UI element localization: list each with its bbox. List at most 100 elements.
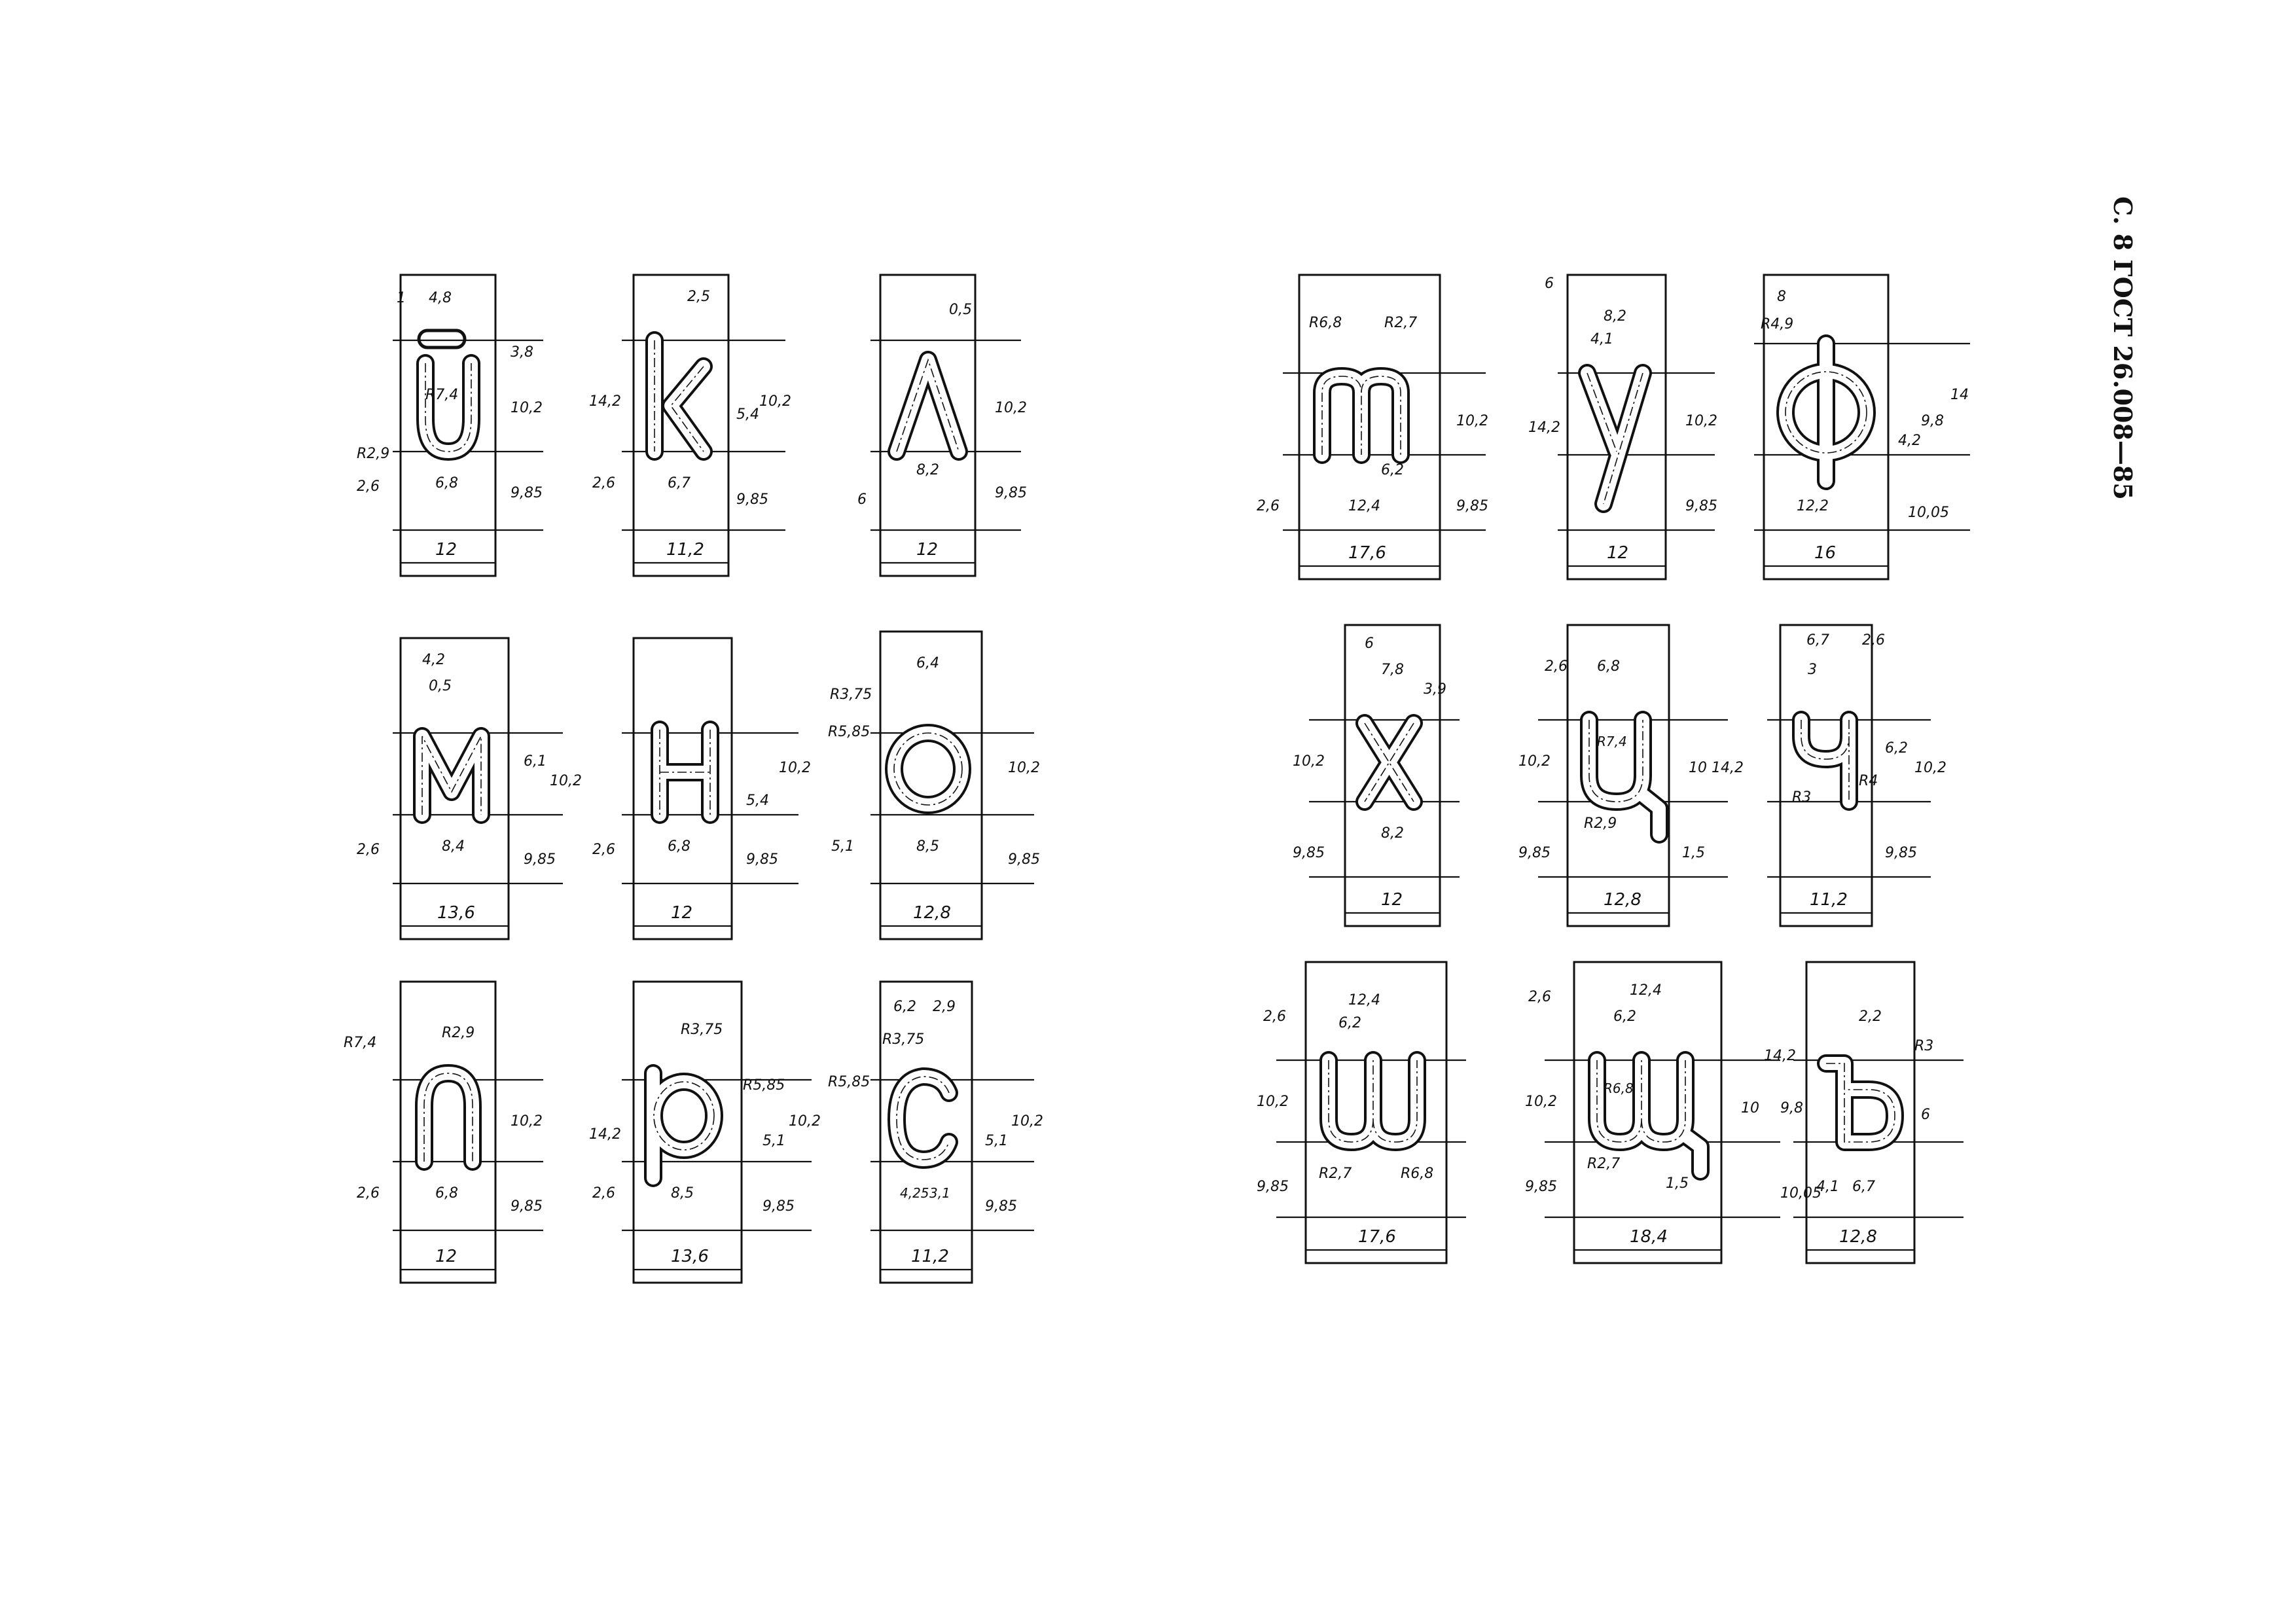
- dim-label: R6,8: [1309, 315, 1342, 331]
- dim-label: 10,2: [1685, 413, 1717, 429]
- dim-label: 2,6: [1257, 498, 1280, 514]
- dim-label: 4,1: [1590, 331, 1613, 348]
- dim-label: R5,85: [743, 1077, 785, 1094]
- letter-frame: [1573, 961, 1723, 1264]
- letter-u-drawing: 12 6 8,2 4,1 14,2 10,2 9,85: [1528, 274, 1717, 580]
- dim-label: 5,4: [736, 406, 759, 423]
- dim-label: 9,8: [1921, 413, 1944, 429]
- letter-frame: [1805, 961, 1916, 1264]
- dim-label: 10,2: [789, 1113, 821, 1130]
- dim-label: 6,2: [1381, 462, 1404, 478]
- dim-label: 10,2: [1518, 753, 1551, 770]
- dim-label: 7,8: [1381, 662, 1404, 678]
- dim-width: 12,8: [913, 903, 951, 923]
- dim-label: 8,2: [916, 462, 939, 478]
- dim-label: R4: [1859, 773, 1878, 789]
- dim-label: 9,85: [1257, 1179, 1289, 1195]
- dim-label: 14,2: [1712, 760, 1744, 776]
- dim-label: 9,85: [995, 485, 1027, 501]
- dim-label: R2,7: [1384, 315, 1417, 331]
- letter-n-drawing: 12 6,8 2,6 5,4 10,2 9,85: [592, 637, 811, 940]
- letter-frame: [1763, 274, 1890, 580]
- dim-label: 10,2: [511, 1113, 543, 1130]
- letter-p-drawing: 12 R7,4 R2,9 2,6 6,8 10,2 9,85: [344, 980, 543, 1284]
- dim-label: 9,85: [1525, 1179, 1557, 1195]
- dim-label: R6,8: [1604, 1080, 1634, 1096]
- dim-label: 9,85: [985, 1198, 1017, 1215]
- dim-label: 9,8: [1780, 1100, 1803, 1116]
- dim-label: 2,2: [1859, 1008, 1882, 1025]
- dim-label: 4,8: [429, 290, 452, 306]
- letter-frame: [1779, 624, 1873, 927]
- letter-ts-drawing: 12,8 2,6 6,8 R7,4 R2,9 10,2 9,85 10 14,2…: [1518, 624, 1744, 927]
- dim-label: 9,85: [1885, 845, 1917, 861]
- page-header: С. 8 ГОСТ 26.008—85: [2108, 196, 2138, 500]
- dim-label: 9,85: [1293, 845, 1325, 861]
- dim-label: 14,2: [589, 1126, 621, 1143]
- dim-label: 8,5: [916, 838, 939, 855]
- dim-label: 6,7: [668, 475, 691, 491]
- dim-label: 8,2: [1604, 308, 1626, 325]
- dim-width: 16: [1814, 543, 1836, 563]
- dim-label: 4,2: [422, 652, 445, 668]
- dim-width: 12,8: [1839, 1227, 1877, 1247]
- dim-label: 9,85: [511, 1198, 543, 1215]
- letter-shch-drawing: 18,4 2,6 12,4 6,2 R6,8 R2,7 10,2 9,85 10…: [1525, 961, 1796, 1264]
- dim-label: 6,8: [668, 838, 691, 855]
- dim-label: R3,75: [681, 1022, 723, 1038]
- letter-frame: [879, 980, 973, 1284]
- letter-t-drawing: 17,6 R6,8 R2,7 2,6 6,2 12,4 10,2 9,85: [1257, 274, 1488, 580]
- dim-label: 12,4: [1630, 982, 1662, 999]
- dim-label: 2,6: [592, 1185, 615, 1202]
- dim-label: 3,9: [1424, 681, 1446, 698]
- dim-width: 12: [671, 903, 692, 923]
- dim-label: 6: [1545, 276, 1554, 292]
- dim-label: R2,9: [357, 446, 389, 462]
- dim-label: 12,4: [1348, 992, 1380, 1008]
- dim-width: 13,6: [437, 903, 475, 923]
- letter-f-drawing: 16 8 R4,9 12,2 4,2 9,8 14 10,05: [1754, 274, 1970, 580]
- dim-width: 12: [916, 540, 938, 560]
- dim-label: 8: [1777, 289, 1786, 305]
- letter-i-short-drawing: 12 1 4,8 R7,4 R2,9 2,6 6,8 3,8 10,2 9,85: [357, 274, 543, 577]
- dim-label: 2,6: [1545, 658, 1568, 675]
- dim-label: 14,2: [1764, 1048, 1796, 1064]
- letter-ch-drawing: 11,2 6,7 2,6 3 R3 R4 6,2 10,2 9,85: [1767, 624, 1946, 927]
- dim-label: 5,1: [985, 1133, 1008, 1149]
- dim-label: 2,6: [592, 842, 615, 858]
- dim-label: 6,2: [1885, 740, 1908, 757]
- dim-label: 6,2: [1338, 1015, 1361, 1031]
- dim-label: 6,8: [435, 1185, 458, 1202]
- dim-label: 9,85: [736, 491, 768, 508]
- dim-label: 4,25: [900, 1185, 929, 1201]
- dim-label: 10: [1689, 760, 1707, 776]
- dim-label: 6: [1921, 1107, 1930, 1123]
- letter-hard-sign-drawing: 12,8 2,2 R3 6 9,8 10,05 4,1 6,7: [1780, 961, 1964, 1264]
- dim-label: 3,1: [929, 1185, 950, 1201]
- dim-label: R2,9: [1584, 815, 1617, 832]
- dim-label: 9,85: [1518, 845, 1551, 861]
- dim-label: 9,85: [524, 851, 556, 868]
- dim-label: 9,85: [1008, 851, 1040, 868]
- dim-width: 12: [435, 1247, 457, 1266]
- dim-label: 14,2: [1528, 419, 1560, 436]
- dim-label: 10,2: [1011, 1113, 1043, 1130]
- dim-label: R2,7: [1319, 1166, 1352, 1182]
- dim-label: 6,4: [916, 655, 939, 671]
- dim-label: 4,1: [1816, 1179, 1839, 1195]
- dim-label: 1: [397, 290, 406, 306]
- dim-label: 2,6: [357, 478, 380, 495]
- letter-frame: [632, 637, 733, 940]
- letter-frame: [1298, 274, 1441, 580]
- dim-label: 9,85: [746, 851, 778, 868]
- dim-label: 5,1: [762, 1133, 785, 1149]
- dim-width: 18,4: [1630, 1227, 1668, 1247]
- dim-label: 9,85: [1685, 498, 1717, 514]
- dim-label: R7,4: [344, 1035, 376, 1051]
- letter-o-drawing: 12,8 6,4 R3,75 R5,85 8,5 5,1 10,2 9,85: [828, 630, 1040, 940]
- dim-label: 1,5: [1682, 845, 1705, 861]
- letter-r-drawing: 13,6 R3,75 R5,85 14,2 2,6 8,5 5,1 10,2 9…: [589, 980, 821, 1284]
- dim-label: 6: [857, 491, 867, 508]
- dim-label: 2,6: [357, 842, 380, 858]
- letter-l-drawing: 12 0,5 8,2 6 10,2 9,85: [857, 274, 1027, 577]
